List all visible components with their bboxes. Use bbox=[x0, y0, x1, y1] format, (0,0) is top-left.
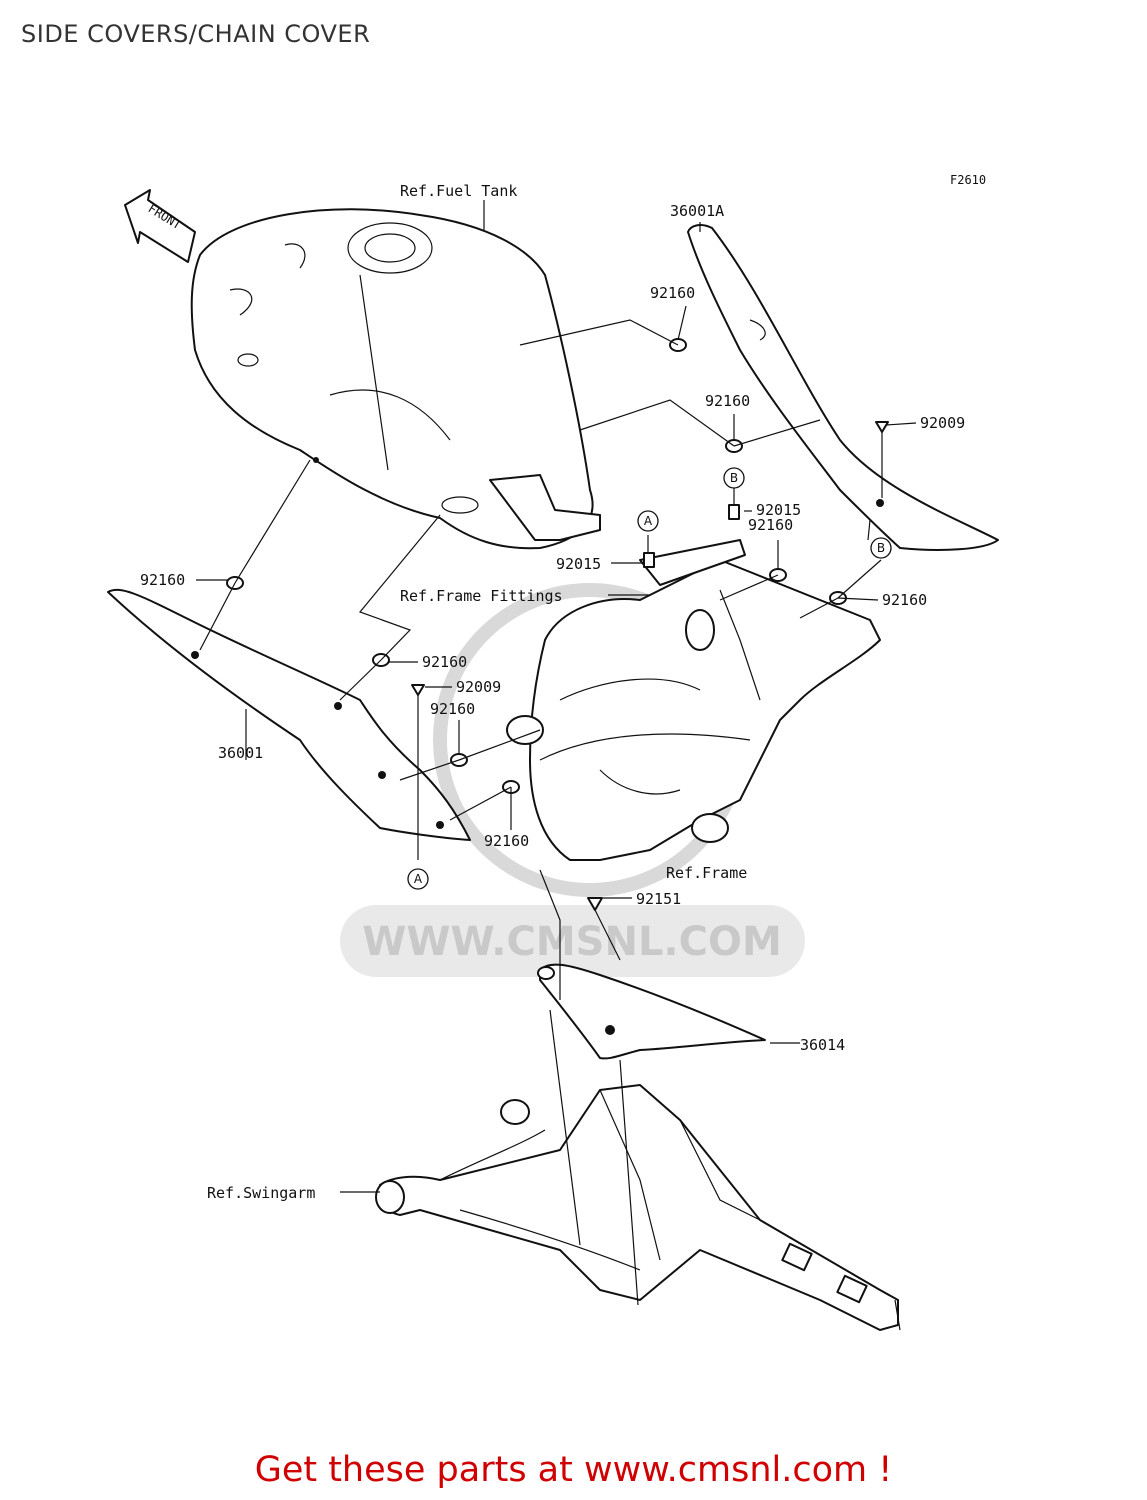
part-36014-label: 36014 bbox=[800, 1036, 845, 1054]
part-92151-label: 92151 bbox=[636, 890, 681, 908]
part-92160-label: 92160 bbox=[705, 392, 750, 410]
side-cover-right bbox=[687, 224, 999, 551]
swingarm bbox=[375, 1084, 899, 1331]
ref-swingarm-label: Ref.Swingarm bbox=[207, 1184, 315, 1202]
part-36001A-label: 36001A bbox=[670, 202, 724, 220]
part-92160-label: 92160 bbox=[748, 516, 793, 534]
leader-lines bbox=[196, 200, 917, 1331]
callout-a-top: A bbox=[637, 510, 659, 532]
figure-code: F2610 bbox=[950, 173, 986, 187]
svg-text:B: B bbox=[730, 471, 738, 485]
part-92009-label: 92009 bbox=[456, 678, 501, 696]
part-92160-label: 92160 bbox=[422, 653, 467, 671]
page-title: SIDE COVERS/CHAIN COVER bbox=[21, 20, 371, 48]
watermark-text: WWW.CMSNL.COM bbox=[362, 919, 782, 965]
fuel-tank bbox=[190, 208, 601, 550]
callout-a-bottom: A bbox=[407, 868, 429, 890]
svg-text:B: B bbox=[877, 541, 885, 555]
part-92009-label: 92009 bbox=[920, 414, 965, 432]
part-92160-label: 92160 bbox=[484, 832, 529, 850]
ref-frame-label: Ref.Frame bbox=[666, 864, 747, 882]
ref-fuel-tank-label: Ref.Fuel Tank bbox=[400, 182, 517, 200]
frame bbox=[506, 539, 881, 861]
part-92160-label: 92160 bbox=[882, 591, 927, 609]
ref-frame-fittings-label: Ref.Frame Fittings bbox=[400, 587, 563, 605]
chain-cover bbox=[537, 963, 766, 1060]
part-92160-label: 92160 bbox=[650, 284, 695, 302]
svg-text:A: A bbox=[644, 514, 653, 528]
part-92160-label: 92160 bbox=[430, 700, 475, 718]
parts-diagram: WWW.CMSNL.COM FRONT bbox=[107, 173, 999, 1331]
front-arrow-icon: FRONT bbox=[124, 189, 196, 263]
part-92015-label: 92015 bbox=[756, 501, 801, 519]
callout-b-top: B bbox=[723, 467, 745, 489]
footer-link[interactable]: Get these parts at www.cmsnl.com ! bbox=[254, 1450, 893, 1490]
part-92160-label: 92160 bbox=[140, 571, 185, 589]
callout-b-right: B bbox=[870, 537, 892, 559]
side-cover-left bbox=[107, 588, 471, 841]
watermark: WWW.CMSNL.COM bbox=[340, 583, 805, 977]
svg-text:A: A bbox=[414, 872, 423, 886]
part-92015-label: 92015 bbox=[556, 555, 601, 573]
part-36001-label: 36001 bbox=[218, 744, 263, 762]
